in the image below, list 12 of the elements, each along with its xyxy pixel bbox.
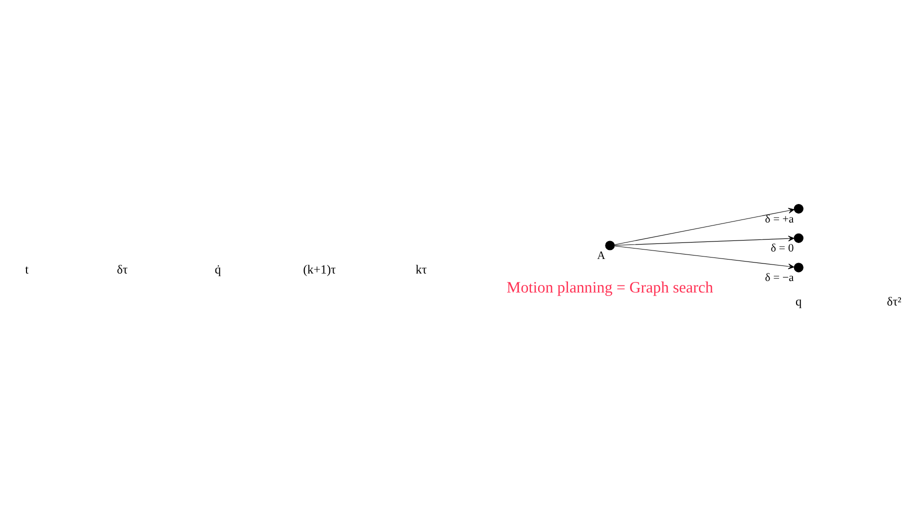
label: t [25, 262, 29, 276]
node-label: A [597, 250, 606, 262]
node-label: δ = +a [765, 212, 794, 225]
label: q [796, 294, 802, 308]
label: δτ [116, 262, 128, 276]
node-label: δ = 0 [770, 242, 794, 254]
label: q̇ [214, 262, 221, 276]
label: Motion planning = Graph search [506, 278, 714, 296]
label: kτ [416, 262, 427, 276]
node-label: δ = −a [765, 272, 794, 284]
label: (k+1)τ [303, 262, 336, 276]
label: δτ² [886, 294, 902, 308]
